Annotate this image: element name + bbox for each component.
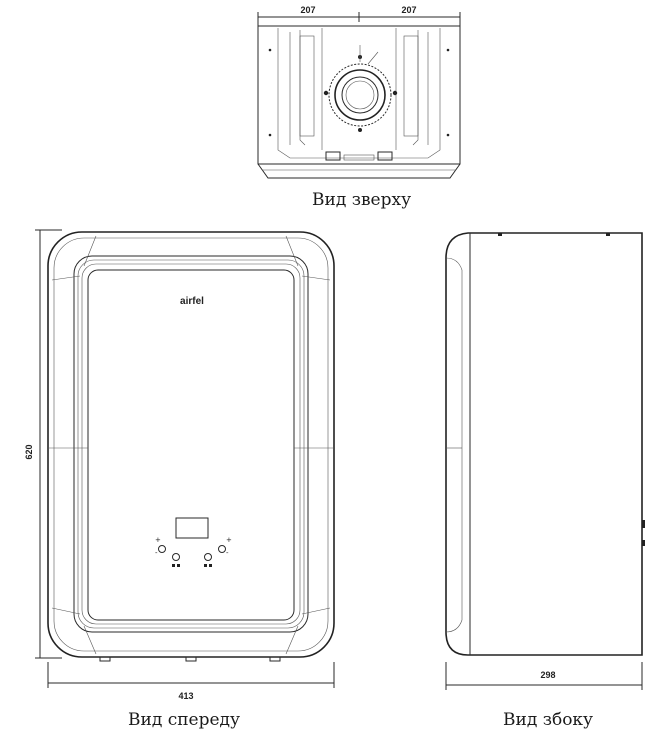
side-view: 298	[445, 232, 645, 690]
front-width-label: 413	[178, 691, 193, 701]
tap-icon	[204, 564, 207, 567]
flue-outer-ring	[328, 63, 392, 127]
top-view-body	[257, 25, 461, 165]
mount-hole-icon	[323, 90, 329, 96]
side-view-body	[445, 232, 643, 656]
radiator-icon	[172, 564, 175, 567]
mount-hole-icon	[358, 128, 362, 132]
top-dimension-right-label: 207	[401, 5, 416, 15]
top-view: 207 207	[257, 5, 461, 179]
flue-ring	[334, 69, 386, 121]
flue-inner	[341, 76, 379, 114]
front-view: 620 413 airfel	[24, 229, 335, 701]
brand-logo: airfel	[180, 296, 204, 307]
heating-icon	[172, 553, 180, 561]
minus-icon: -	[155, 549, 158, 557]
plus-icon: +	[155, 536, 161, 544]
top-view-front-lip	[257, 163, 461, 179]
front-view-caption: Вид спереду	[128, 710, 241, 730]
display-screen	[175, 517, 209, 539]
front-height-label: 620	[24, 444, 34, 459]
side-depth-label: 298	[540, 670, 555, 680]
top-view-caption: Вид зверху	[312, 190, 412, 210]
plus-icon: +	[226, 536, 232, 544]
top-dimension-left-label: 207	[300, 5, 315, 15]
mount-hole-icon	[392, 90, 398, 96]
front-panel	[87, 269, 295, 621]
water-plus-button	[218, 545, 226, 553]
minus-icon: -	[226, 549, 229, 557]
water-icon	[204, 553, 212, 561]
heating-minus-button	[158, 545, 166, 553]
side-view-caption: Вид збоку	[503, 710, 594, 730]
control-buttons: + - + -	[155, 536, 232, 567]
